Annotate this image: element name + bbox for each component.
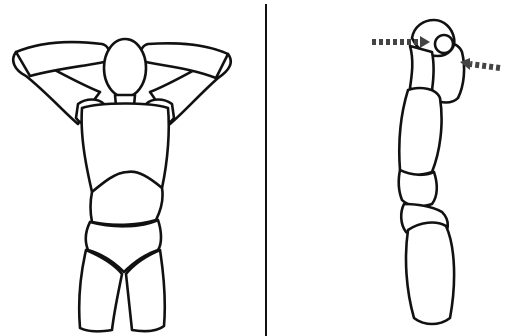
- dashed-arrow-right-icon: [372, 36, 430, 48]
- front-head: [104, 39, 146, 97]
- side-thigh: [406, 223, 454, 324]
- side-hand: [435, 35, 453, 53]
- side-view-figure: [399, 20, 464, 324]
- side-neck: [410, 46, 434, 92]
- front-view-figure: [13, 39, 231, 331]
- side-lower-torso: [399, 170, 437, 206]
- side-upper-torso: [399, 88, 441, 175]
- dashed-arrow-left-icon: [460, 58, 500, 70]
